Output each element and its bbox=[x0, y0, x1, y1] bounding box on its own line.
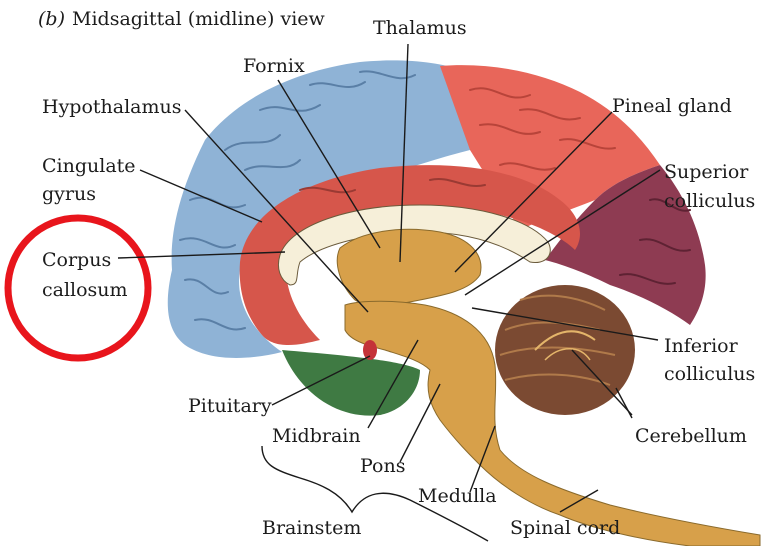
label-pons: Pons bbox=[360, 455, 405, 477]
temporal-region bbox=[282, 350, 420, 416]
label-spinal-cord: Spinal cord bbox=[510, 517, 620, 539]
label-cingulate-gyrus-1: Cingulate bbox=[42, 155, 136, 177]
label-midbrain: Midbrain bbox=[272, 425, 361, 447]
label-corpus-callosum-2: callosum bbox=[42, 279, 128, 301]
label-fornix: Fornix bbox=[243, 55, 305, 77]
label-hypothalamus: Hypothalamus bbox=[42, 96, 182, 118]
pituitary-shape bbox=[363, 340, 377, 360]
label-cingulate-gyrus-2: gyrus bbox=[42, 183, 96, 205]
label-medulla: Medulla bbox=[418, 485, 497, 507]
label-thalamus: Thalamus bbox=[373, 17, 467, 39]
figure-letter: (b) bbox=[38, 8, 65, 30]
label-pineal-gland: Pineal gland bbox=[612, 95, 732, 117]
label-pituitary: Pituitary bbox=[188, 395, 272, 417]
label-corpus-callosum-1: Corpus bbox=[42, 249, 111, 271]
label-inferior-colliculus-2: colliculus bbox=[664, 363, 755, 385]
brain-illustration bbox=[168, 60, 760, 546]
figure-title: Midsagittal (midline) view bbox=[72, 8, 326, 30]
label-superior-colliculus-1: Superior bbox=[664, 161, 749, 183]
label-brainstem: Brainstem bbox=[262, 517, 361, 539]
label-superior-colliculus-2: colliculus bbox=[664, 190, 755, 212]
label-cerebellum: Cerebellum bbox=[635, 425, 747, 447]
label-inferior-colliculus-1: Inferior bbox=[664, 335, 739, 357]
